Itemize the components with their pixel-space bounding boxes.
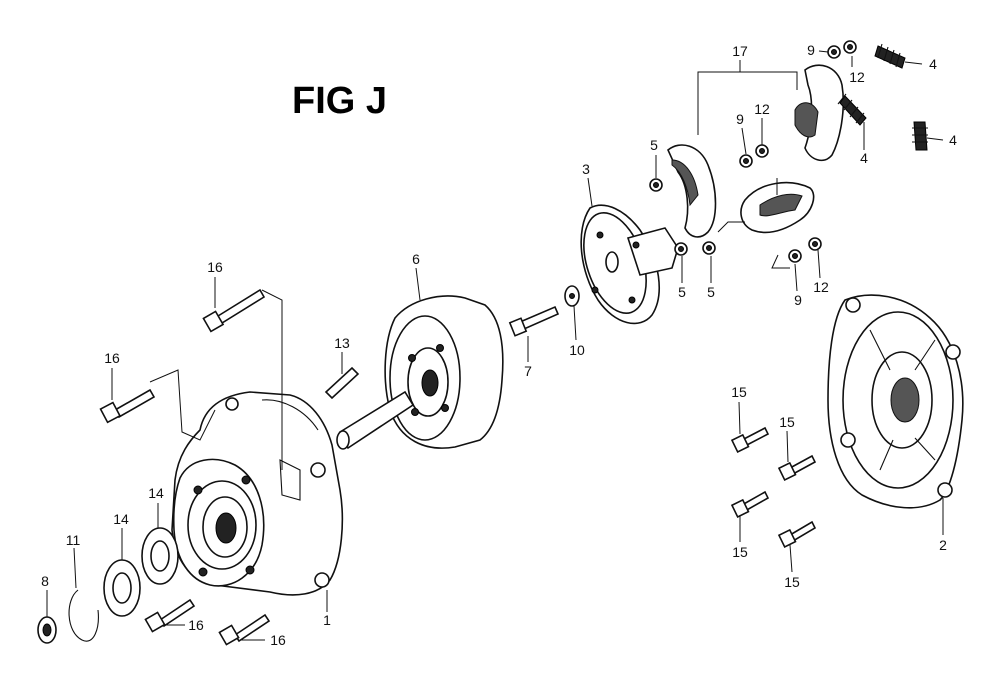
callout-3: 3 — [582, 161, 590, 177]
callout-4-middle: 4 — [860, 150, 868, 166]
callout-5-left: 5 — [650, 137, 658, 153]
callout-14-front: 14 — [113, 511, 129, 527]
callout-12-bottom: 12 — [813, 279, 829, 295]
callout-12-top: 12 — [849, 69, 865, 85]
part-4-springs — [837, 43, 928, 151]
callout-5-center: 5 — [678, 284, 686, 300]
part-17-clutch-shoes — [667, 64, 845, 238]
bolts — [99, 288, 817, 646]
callout-8: 8 — [41, 573, 49, 589]
callout-6: 6 — [412, 251, 420, 267]
figure-title: FIG J — [292, 80, 387, 122]
callout-13: 13 — [334, 335, 350, 351]
callout-9-top: 9 — [807, 42, 815, 58]
callout-5-right: 5 — [707, 284, 715, 300]
callout-4-top: 4 — [929, 56, 937, 72]
callout-2: 2 — [939, 537, 947, 553]
callout-4-right: 4 — [949, 132, 957, 148]
washers-and-nuts — [37, 40, 857, 644]
callout-12-middle: 12 — [754, 101, 770, 117]
callout-11: 11 — [66, 532, 81, 548]
callout-16-top: 16 — [207, 259, 223, 275]
callout-17: 17 — [732, 43, 748, 59]
part-1-clutch-housing — [171, 391, 344, 596]
part-3-clutch-plate — [580, 204, 679, 325]
callout-15-b: 15 — [779, 414, 795, 430]
part-2-cover — [827, 294, 964, 509]
callout-labels: 1 2 3 4 4 4 5 5 5 6 7 8 9 9 9 10 11 12 1… — [41, 42, 957, 648]
callout-16-bottom-left: 16 — [188, 617, 204, 633]
callout-15-a: 15 — [731, 384, 747, 400]
callout-9-middle: 9 — [736, 111, 744, 127]
leader-lines — [46, 50, 944, 641]
callout-15-c: 15 — [732, 544, 748, 560]
callout-10: 10 — [569, 342, 585, 358]
part-13-key — [324, 366, 360, 400]
callout-14-back: 14 — [148, 485, 164, 501]
callout-16-left: 16 — [104, 350, 120, 366]
callout-15-d: 15 — [784, 574, 800, 590]
part-6-clutch-drum — [336, 295, 504, 450]
callout-16-bottom-right: 16 — [270, 632, 286, 648]
callout-7: 7 — [524, 363, 532, 379]
callout-1: 1 — [323, 612, 331, 628]
callout-9-bottom: 9 — [794, 292, 802, 308]
